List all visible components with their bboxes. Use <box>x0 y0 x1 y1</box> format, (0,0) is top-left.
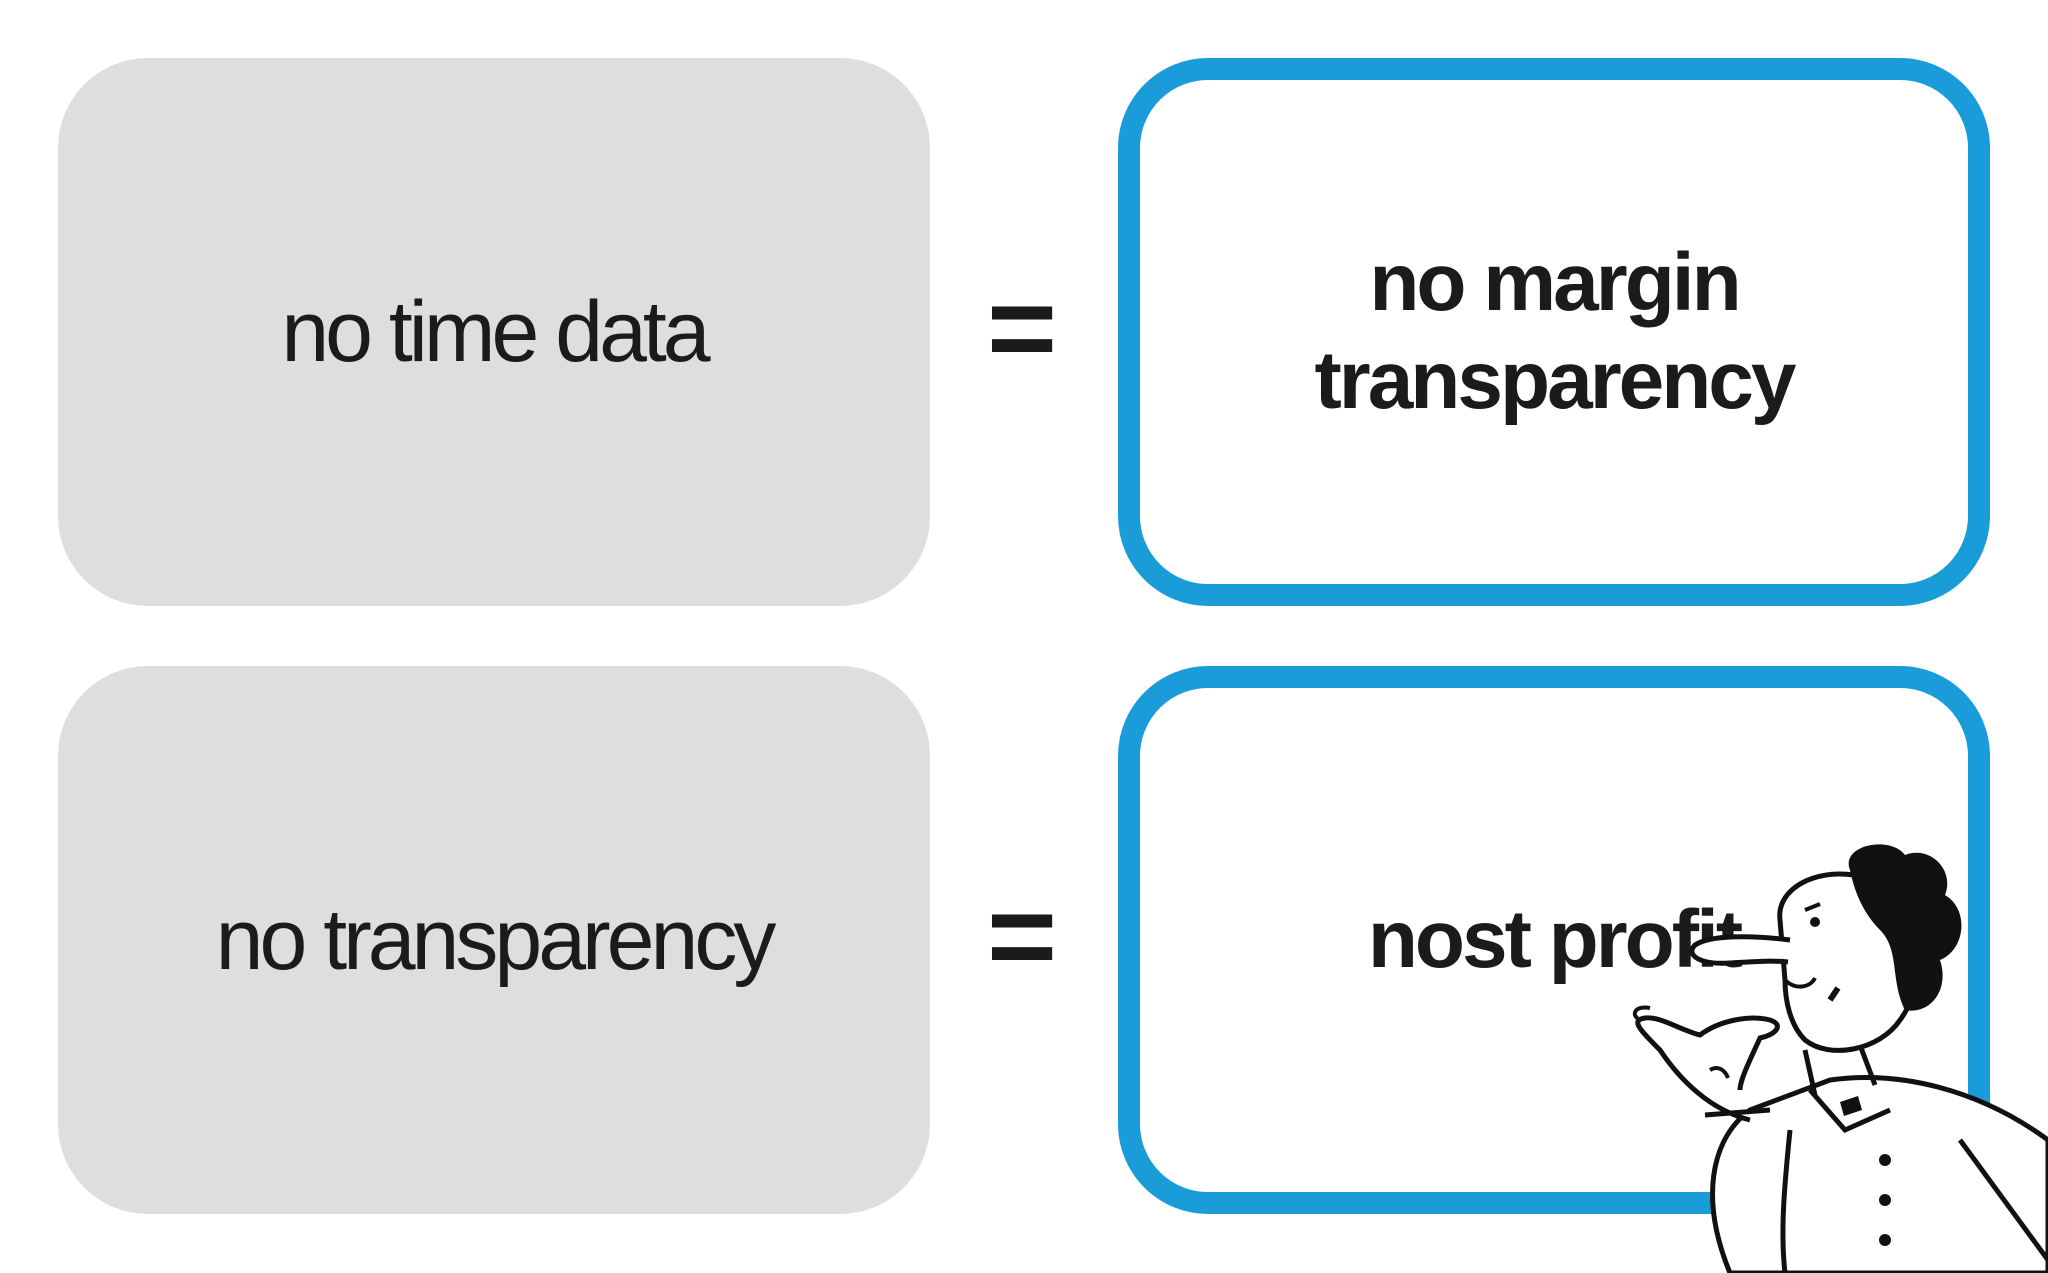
person-pointing-icon <box>1632 844 2048 1273</box>
right-box-2-text: nost profit <box>1367 893 1743 985</box>
left-box-2: no transparency <box>58 666 930 1214</box>
right-box-1-text: no margin transparency <box>1314 236 1796 426</box>
equals-sign-2: = <box>986 869 1058 1003</box>
left-box-2-text: no transparency <box>215 891 777 988</box>
left-box-1: no time data <box>58 58 930 606</box>
left-box-1-text: no time data <box>281 283 710 380</box>
equals-sign-1: = <box>986 261 1058 395</box>
right-box-1: no margin transparency <box>1118 58 1990 606</box>
